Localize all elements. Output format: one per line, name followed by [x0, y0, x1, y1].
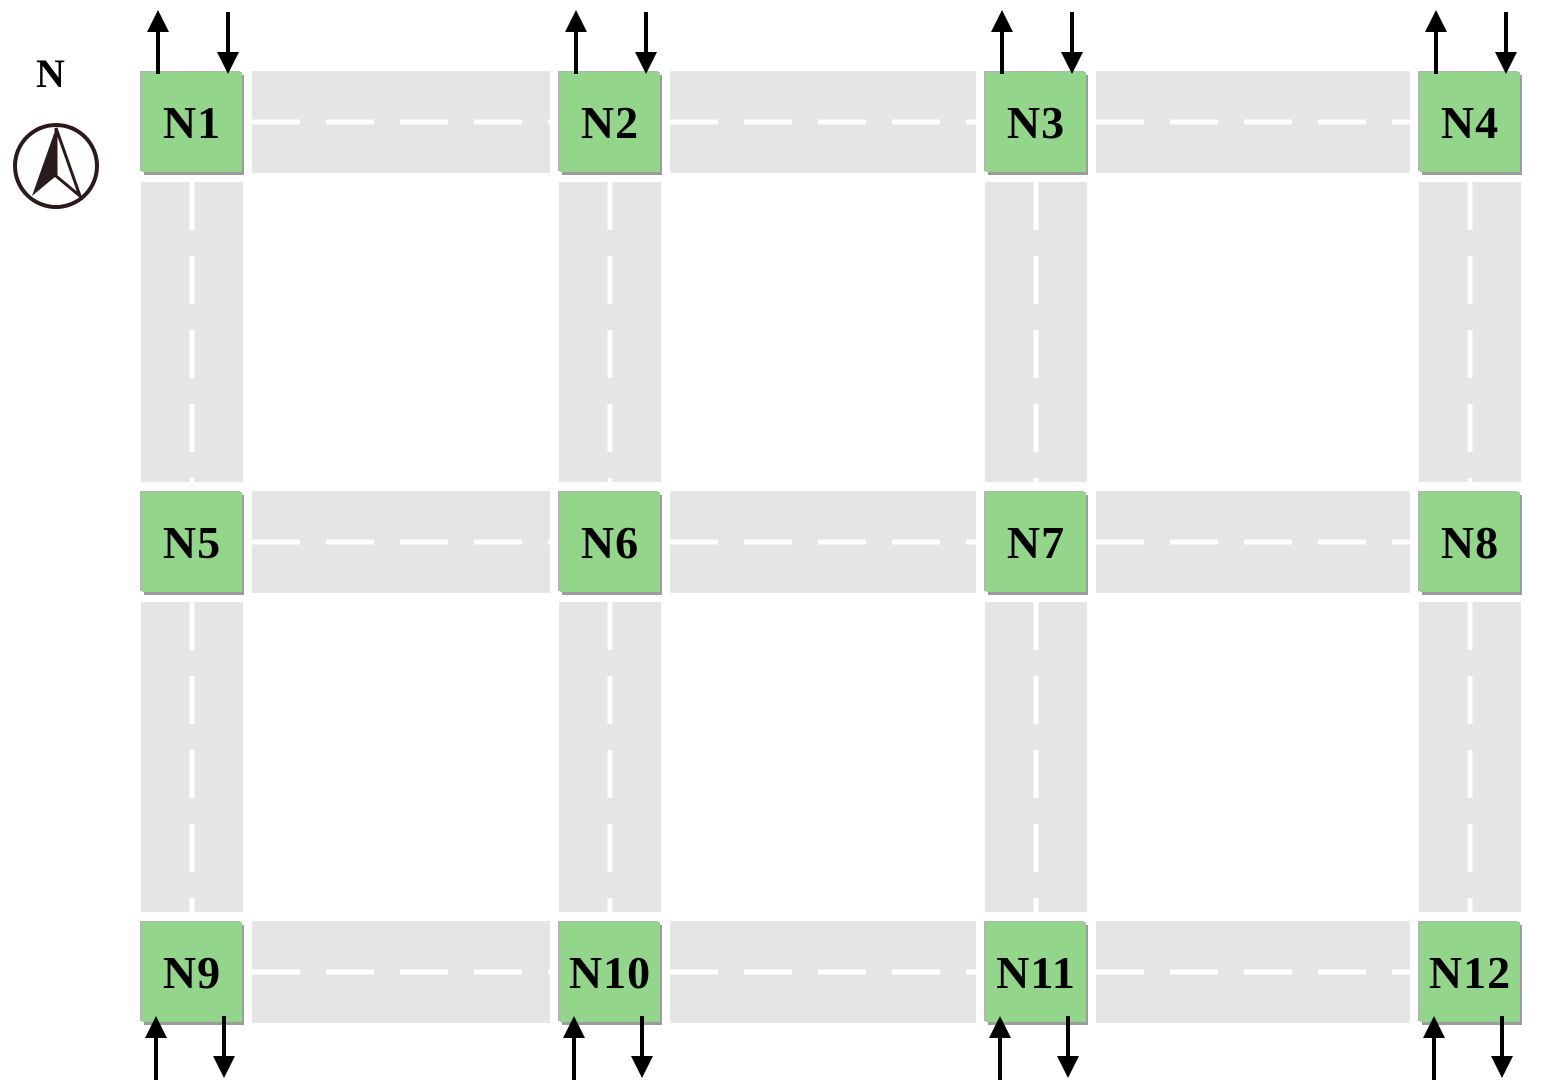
arrow-down-icon	[1495, 12, 1517, 74]
arrow-down-icon	[1061, 12, 1083, 74]
node-n1: N1	[142, 72, 242, 172]
node-n6: N6	[560, 492, 660, 592]
road-n1-n5	[141, 182, 243, 482]
road-n1-n2	[252, 71, 550, 173]
lane-marking	[1033, 182, 1039, 482]
arrow-up-icon	[1425, 10, 1447, 74]
node-n10: N10	[560, 922, 660, 1022]
arrow-up-icon	[563, 1016, 585, 1080]
road-n11-n12	[1096, 921, 1410, 1023]
road-n3-n7	[985, 182, 1087, 482]
lane-marking	[1467, 182, 1473, 482]
lane-marking	[252, 119, 550, 125]
north-arrow-icon	[13, 123, 99, 209]
node-label: N4	[1440, 96, 1500, 148]
node-n11: N11	[986, 922, 1086, 1022]
road-n6-n7	[670, 491, 976, 593]
node-n3: N3	[986, 72, 1086, 172]
node-label: N6	[580, 516, 640, 568]
arrow-up-icon	[147, 10, 169, 74]
node-label: N12	[1428, 946, 1512, 998]
lane-marking	[1096, 539, 1410, 545]
arrow-up-icon	[989, 1016, 1011, 1080]
lane-marking	[1096, 969, 1410, 975]
node-n12: N12	[1420, 922, 1520, 1022]
lane-marking	[607, 602, 613, 912]
arrow-down-icon	[1057, 1016, 1079, 1078]
arrow-up-icon	[1423, 1016, 1445, 1080]
node-label: N9	[162, 946, 222, 998]
road-n9-n10	[252, 921, 550, 1023]
road-n7-n11	[985, 602, 1087, 912]
road-n2-n6	[559, 182, 661, 482]
node-label: N10	[568, 946, 652, 998]
arrow-up-icon	[565, 10, 587, 74]
node-label: N7	[1006, 516, 1066, 568]
lane-marking	[252, 539, 550, 545]
node-label: N3	[1006, 96, 1066, 148]
road-n4-n8	[1419, 182, 1521, 482]
lane-marking	[1096, 119, 1410, 125]
arrow-down-icon	[635, 12, 657, 74]
node-label: N2	[580, 96, 640, 148]
node-n2: N2	[560, 72, 660, 172]
arrow-up-icon	[991, 10, 1013, 74]
node-n4: N4	[1420, 72, 1520, 172]
node-n5: N5	[142, 492, 242, 592]
lane-marking	[252, 969, 550, 975]
lane-marking	[670, 539, 976, 545]
road-n6-n10	[559, 602, 661, 912]
arrow-up-icon	[145, 1016, 167, 1080]
road-n2-n3	[670, 71, 976, 173]
node-n8: N8	[1420, 492, 1520, 592]
arrow-down-icon	[1491, 1016, 1513, 1078]
node-n9: N9	[142, 922, 242, 1022]
road-n10-n11	[670, 921, 976, 1023]
road-n5-n9	[141, 602, 243, 912]
node-label: N11	[996, 946, 1076, 998]
lane-marking	[670, 969, 976, 975]
lane-marking	[1467, 602, 1473, 912]
arrow-down-icon	[217, 12, 239, 74]
node-label: N1	[162, 96, 222, 148]
road-n8-n12	[1419, 602, 1521, 912]
road-n7-n8	[1096, 491, 1410, 593]
road-n5-n6	[252, 491, 550, 593]
road-n3-n4	[1096, 71, 1410, 173]
lane-marking	[607, 182, 613, 482]
lane-marking	[1033, 602, 1039, 912]
compass-label: N	[36, 51, 65, 96]
node-n7: N7	[986, 492, 1086, 592]
arrow-down-icon	[213, 1016, 235, 1078]
lane-marking	[189, 602, 195, 912]
lane-marking	[189, 182, 195, 482]
arrow-down-icon	[631, 1016, 653, 1078]
node-label: N5	[162, 516, 222, 568]
lane-marking	[670, 119, 976, 125]
node-label: N8	[1440, 516, 1500, 568]
